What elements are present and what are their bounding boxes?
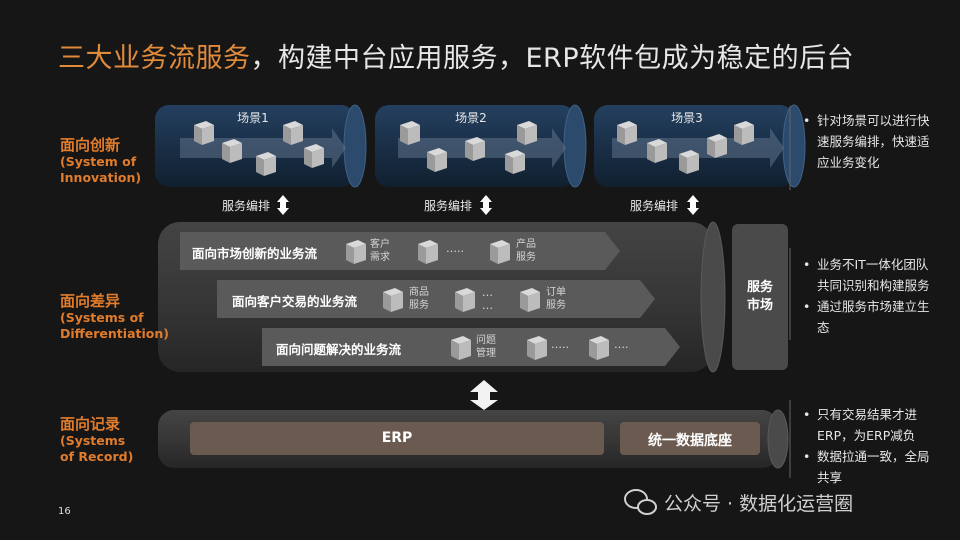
data-base-bar <box>620 422 760 455</box>
item-goods-service: 商品服务 <box>409 287 429 311</box>
note-differentiation: • 业务不IT一体化团队共同识别和构建服务 • 通过服务市场建立生态 <box>803 257 930 335</box>
item-ellipsis: ….. <box>446 242 464 255</box>
layer-innovation: 面向创新 (System of Innovation) <box>60 136 142 185</box>
item-issue-management: 问题管理 <box>476 335 496 359</box>
title-highlight: 三大业务流服务 <box>58 43 251 74</box>
item-product-service: 产品服务 <box>516 239 536 263</box>
record-link-arrow <box>470 380 498 410</box>
item-ellipsis: ….. <box>551 338 569 351</box>
page-number: 16 <box>58 506 71 517</box>
note-innovation: • 针对场景可以进行快速服务编排，快速适应业务变化 <box>803 113 930 170</box>
service-market: 服务市场 <box>732 224 788 370</box>
slide-title: 三大业务流服务，构建中台应用服务，ERP软件包成为稳定的后台 <box>58 36 854 75</box>
title-rest: ，构建中台应用服务，ERP软件包成为稳定的后台 <box>250 43 855 74</box>
erp-bar <box>190 422 604 455</box>
orchestration-label-2: 服务编排 <box>424 199 473 213</box>
item-ellipsis: …… <box>482 286 493 312</box>
watermark: 公众号 · 数据化运营圈 <box>664 493 854 515</box>
item-order-service: 订单服务 <box>546 287 566 311</box>
item-ellipsis: …. <box>614 338 629 351</box>
layer-differentiation: 面向差异 (Systems of Differentiation) <box>60 292 169 341</box>
data-base-label: 统一数据底座 <box>648 433 732 449</box>
flow-label-transaction: 面向客户交易的业务流 <box>232 294 358 309</box>
flow-label-problem: 面向问题解决的业务流 <box>276 342 402 357</box>
scene-label-3: 场景3 <box>671 111 703 125</box>
erp-label: ERP <box>381 430 413 446</box>
orchestration-arrows <box>277 195 699 215</box>
orchestration-label-3: 服务编排 <box>630 199 679 213</box>
layer-record: 面向记录 (Systems of Record) <box>60 415 134 464</box>
flow-label-market: 面向市场创新的业务流 <box>192 246 318 261</box>
flow-arrows <box>180 232 680 366</box>
item-customer-demand: 客户需求 <box>370 239 390 263</box>
orchestration-label-1: 服务编排 <box>222 199 271 213</box>
scene-label-1: 场景1 <box>237 111 269 125</box>
wechat-icon <box>624 489 657 515</box>
scene-label-2: 场景2 <box>455 111 487 125</box>
